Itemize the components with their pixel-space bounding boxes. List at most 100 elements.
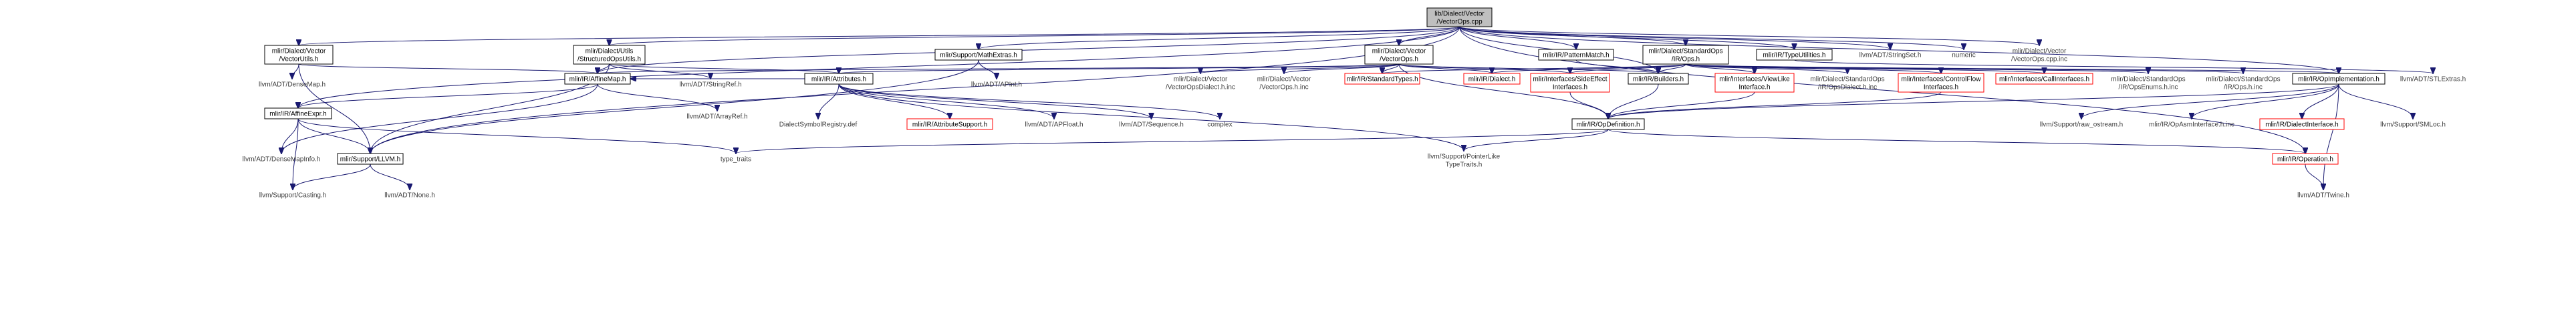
- edge-attributes-to-complex: [838, 83, 1220, 119]
- node-box: [1463, 73, 1521, 85]
- node-box: [1538, 49, 1614, 61]
- node-attrsupport[interactable]: mlir/IR/AttributeSupport.h: [906, 118, 993, 130]
- node-apfloat: llvm/ADT/APFloat.h: [1025, 121, 1083, 129]
- node-operation[interactable]: mlir/IR/Operation.h: [2272, 153, 2339, 165]
- node-label: mlir/Dialect/StandardOps: [2111, 76, 2185, 83]
- node-affineexpr[interactable]: mlir/IR/AffineExpr.h: [264, 107, 332, 119]
- node-structops[interactable]: mlir/Dialect/Utils/StructuredOpsUtils.h: [573, 45, 646, 65]
- node-stdtypes[interactable]: mlir/IR/StandardTypes.h: [1344, 73, 1420, 85]
- node-label: numeric: [1952, 52, 1976, 59]
- node-label: mlir/Dialect/StandardOps: [1648, 48, 1722, 55]
- node-stringset: llvm/ADT/StringSet.h: [1859, 52, 1922, 59]
- node-label: mlir/IR/AttributeSupport.h: [912, 121, 987, 129]
- node-box: [906, 118, 993, 130]
- node-label: Interface.h: [1738, 84, 1770, 91]
- node-patternmatch[interactable]: mlir/IR/PatternMatch.h: [1538, 49, 1614, 61]
- node-label: /IR/OpsDialect.h.inc: [1818, 84, 1877, 91]
- edges-layer: [281, 26, 2434, 190]
- node-dialect[interactable]: mlir/IR/Dialect.h: [1463, 73, 1521, 85]
- node-box: [1571, 118, 1645, 130]
- node-root[interactable]: lib/Dialect/Vector/VectorOps.cpp: [1426, 7, 1493, 27]
- node-label: mlir/Support/LLVM.h: [340, 156, 400, 164]
- node-label: mlir/IR/OpImplementation.h: [2298, 76, 2379, 83]
- node-label: mlir/IR/PatternMatch.h: [1543, 52, 1609, 59]
- node-box: [1530, 73, 1610, 93]
- node-mathextras[interactable]: mlir/Support/MathExtras.h: [934, 49, 1023, 61]
- node-label: /IR/OpsEnums.h.inc: [2119, 84, 2178, 91]
- edge-stdops-to-dialect: [1492, 63, 1686, 73]
- node-label: llvm/ADT/StringSet.h: [1859, 52, 1922, 59]
- node-label: /VectorOps.cpp.inc: [2011, 56, 2067, 63]
- edge-mathextras-to-apint: [978, 59, 997, 79]
- node-dialectif[interactable]: mlir/IR/DialectInterface.h: [2259, 118, 2345, 130]
- node-opasm: mlir/IR/OpAsmInterface.h.inc: [2149, 121, 2234, 129]
- node-box: [934, 49, 1023, 61]
- node-attributes[interactable]: mlir/IR/Attributes.h: [804, 73, 874, 85]
- edge-root-to-mathextras: [979, 26, 1460, 49]
- edge-opimpl-to-twine: [2323, 83, 2339, 190]
- node-box: [1426, 7, 1493, 27]
- edge-stdops-to-builders: [1658, 63, 1686, 73]
- node-rawostream: llvm/Support/raw_ostream.h: [2040, 121, 2123, 129]
- node-label: mlir/Dialect/StandardOps: [1810, 76, 1884, 83]
- node-stdops[interactable]: mlir/Dialect/StandardOps/IR/Ops.h: [1642, 45, 1729, 65]
- node-arrayref: llvm/ADT/ArrayRef.h: [686, 113, 747, 121]
- node-sequence: llvm/ADT/Sequence.h: [1119, 121, 1184, 129]
- node-box: [337, 153, 404, 165]
- node-label: llvm/ADT/Sequence.h: [1119, 121, 1184, 129]
- node-label: llvm/ADT/ArrayRef.h: [686, 113, 747, 121]
- node-vecops_h[interactable]: mlir/Dialect/Vector/VectorOps.h: [1364, 45, 1434, 65]
- node-label: mlir/Interfaces/CallInterfaces.h: [1999, 76, 2089, 83]
- node-callif[interactable]: mlir/Interfaces/CallInterfaces.h: [1995, 73, 2093, 85]
- node-opimpl[interactable]: mlir/IR/OpImplementation.h: [2292, 73, 2386, 85]
- node-label: mlir/Dialect/StandardOps: [2206, 76, 2280, 83]
- node-builders[interactable]: mlir/IR/Builders.h: [1628, 73, 1689, 85]
- node-label: lib/Dialect/Vector: [1434, 11, 1485, 18]
- edge-typeutil-to-stlextras: [1794, 59, 2434, 73]
- edge-patternmatch-to-builders: [1575, 59, 1658, 73]
- node-label: mlir/IR/OpDefinition.h: [1576, 121, 1640, 129]
- edge-opdef-to-typetraits: [736, 129, 1609, 153]
- node-label: mlir/IR/Builders.h: [1633, 76, 1684, 83]
- node-affinemap[interactable]: mlir/IR/AffineMap.h: [564, 73, 631, 85]
- edge-affineexpr-to-typetraits: [297, 118, 736, 153]
- node-vecutils[interactable]: mlir/Dialect/Vector/VectorUtils.h: [264, 45, 334, 65]
- edge-attributes-to-dsregistry: [818, 83, 840, 119]
- node-box: [564, 73, 631, 85]
- node-label: mlir/IR/Attributes.h: [811, 76, 866, 83]
- node-opsdialect: mlir/Dialect/StandardOps/IR/OpsDialect.h…: [1810, 76, 1884, 91]
- edge-opimpl-to-dialectif: [2302, 83, 2339, 119]
- node-label: mlir/Dialect/Utils: [586, 48, 634, 55]
- node-llvm_h[interactable]: mlir/Support/LLVM.h: [337, 153, 404, 165]
- node-label: mlir/IR/Operation.h: [2277, 156, 2333, 164]
- node-label: TypeTraits.h: [1446, 162, 1483, 169]
- node-casting: llvm/Support/Casting.h: [259, 192, 327, 200]
- node-label: complex: [1207, 121, 1232, 129]
- node-label: llvm/ADT/None.h: [384, 192, 435, 200]
- node-opdef[interactable]: mlir/IR/OpDefinition.h: [1571, 118, 1645, 130]
- node-box: [2259, 118, 2345, 130]
- node-label: llvm/Support/SMLoc.h: [2380, 121, 2446, 129]
- edge-root-to-stringset: [1459, 26, 1891, 49]
- edge-controlflow-to-opdef: [1608, 91, 1942, 119]
- node-complex: complex: [1207, 121, 1232, 129]
- edge-affineexpr-to-llvm_h: [297, 118, 370, 153]
- node-typeutil[interactable]: mlir/IR/TypeUtilities.h: [1756, 49, 1833, 61]
- node-none: llvm/ADT/None.h: [384, 192, 435, 200]
- edge-root-to-operation: [1459, 26, 2306, 153]
- edge-vecops_h-to-vecopshinc: [1284, 63, 1400, 73]
- node-typetraits: type_traits: [721, 156, 751, 164]
- node-box: [1344, 73, 1420, 85]
- node-label: llvm/Support/raw_ostream.h: [2040, 121, 2123, 129]
- edge-affinemap-to-arrayref: [597, 83, 717, 111]
- node-label: llvm/ADT/DenseMap.h: [259, 81, 326, 89]
- node-label: mlir/Dialect/Vector: [2013, 48, 2067, 55]
- edge-affineexpr-to-casting: [293, 118, 299, 190]
- edge-root-to-patternmatch: [1459, 26, 1577, 49]
- node-label: llvm/ADT/APInt.h: [971, 81, 1022, 89]
